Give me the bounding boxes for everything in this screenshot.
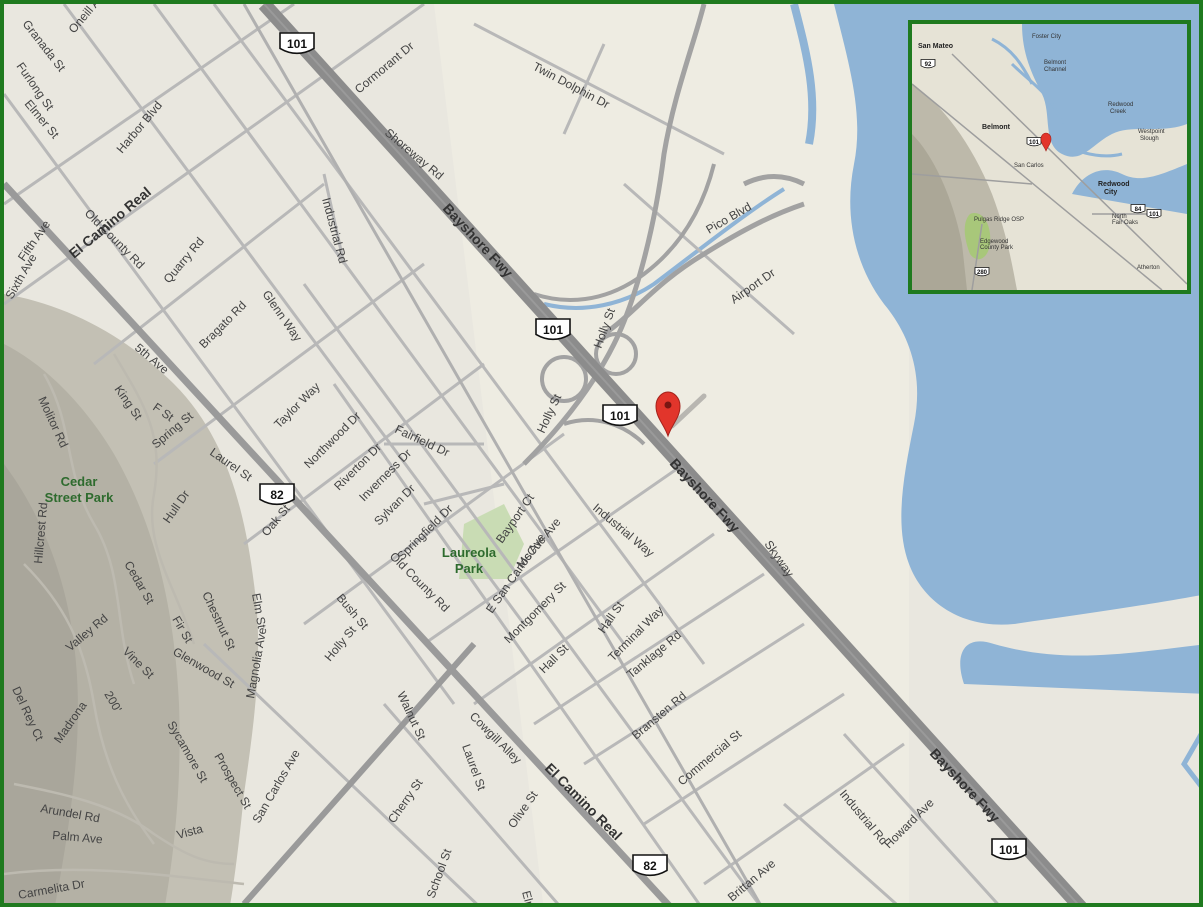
hill-roads — [4, 353, 245, 886]
svg-text:101: 101 — [610, 409, 630, 423]
inset-hills-shade — [912, 134, 967, 290]
inset-place-label: Belmont — [1044, 60, 1066, 66]
park-label-line1: Laureola — [442, 545, 497, 560]
inset-place-label: Slough — [1140, 136, 1159, 142]
park-label-line2: Park — [455, 561, 484, 576]
us-route-shield: 101 — [535, 318, 571, 341]
inset-place-label: Creek — [1110, 109, 1127, 115]
svg-text:92: 92 — [925, 62, 932, 68]
inset-place-label: San Mateo — [918, 43, 953, 50]
minor-roads — [4, 4, 999, 903]
us-route-shield: 280 — [974, 267, 990, 277]
san-carlos-ave-road — [241, 642, 477, 903]
route-shields: 101 101 101 101 82 82 — [259, 32, 1027, 877]
street-label: Elm — [519, 889, 538, 907]
inset-place-label: Westpoint — [1138, 129, 1165, 135]
inset-place-label: North — [1112, 214, 1127, 220]
old-county-road — [242, 4, 762, 903]
park-label-cedar-street: Cedar Street Park — [45, 474, 114, 505]
inset-place-label: City — [1104, 189, 1117, 196]
park-label-laureola: Laureola Park — [442, 545, 497, 576]
drainage-water — [543, 187, 786, 310]
map-pin-icon[interactable] — [655, 391, 707, 438]
inset-place-label: County Park — [980, 245, 1014, 251]
svg-text:101: 101 — [543, 323, 563, 337]
inset-place-label: Foster City — [1032, 34, 1061, 40]
inset-marker-body — [1040, 132, 1052, 152]
state-route-shield: 82 — [259, 483, 295, 506]
inset-place-label: San Carlos — [1014, 163, 1044, 169]
svg-text:82: 82 — [643, 859, 657, 873]
svg-text:280: 280 — [977, 270, 988, 276]
svg-text:101: 101 — [287, 37, 307, 51]
inset-place-label: Edgewood — [980, 239, 1008, 245]
svg-text:82: 82 — [270, 488, 284, 502]
park-label-line1: Cedar — [61, 474, 98, 489]
marker-shadow — [669, 393, 707, 429]
park-label-line2: Street Park — [45, 490, 114, 505]
svg-text:84: 84 — [1135, 207, 1142, 213]
inset-place-label: Redwood — [1108, 102, 1133, 108]
inset-park-area — [964, 213, 991, 260]
street-label: Palm Ave — [52, 828, 104, 846]
street-label: Vista — [175, 821, 204, 841]
channel-water — [960, 641, 1199, 694]
inset-place-label: Belmont — [982, 124, 1011, 131]
inset-place-label: Fair Oaks — [1112, 220, 1138, 226]
inset-place-label: Channel — [1044, 67, 1066, 73]
inset-place-label: Redwood — [1098, 181, 1130, 188]
inset-place-label: Pulgas Ridge OSP — [974, 217, 1024, 223]
inset-sloughs — [991, 37, 1123, 158]
street-label: Elm St — [249, 592, 269, 630]
us-route-shield: 101 — [991, 838, 1027, 861]
us-route-shield: 101 — [1026, 137, 1042, 147]
inset-shields: 92 101 84 101 280 — [920, 59, 1162, 277]
state-route-shield: 92 — [920, 59, 936, 69]
marker-body — [655, 391, 681, 438]
marker-dot — [664, 401, 672, 409]
state-route-shield: 84 — [1130, 204, 1146, 214]
inset-place-label: Atherton — [1137, 265, 1160, 271]
el-camino-real-road — [4, 181, 672, 903]
inset-bay-water-south — [1072, 164, 1187, 214]
creek-water — [790, 4, 817, 145]
street-label: Hillcrest Rd — [31, 502, 50, 564]
us-route-shield: 101 — [602, 404, 638, 427]
map-pin-icon — [1040, 132, 1052, 152]
svg-text:101: 101 — [1149, 212, 1160, 218]
us-route-shield: 101 — [1146, 209, 1162, 219]
interchange-ramps — [533, 163, 716, 446]
slough-water — [1181, 732, 1199, 788]
inset-roads — [912, 53, 1187, 290]
svg-text:101: 101 — [999, 843, 1019, 857]
us-route-shield: 101 — [279, 32, 315, 55]
svg-text:101: 101 — [1029, 140, 1040, 146]
freeway-centerline — [263, 4, 1079, 903]
state-route-shield: 82 — [632, 854, 668, 877]
